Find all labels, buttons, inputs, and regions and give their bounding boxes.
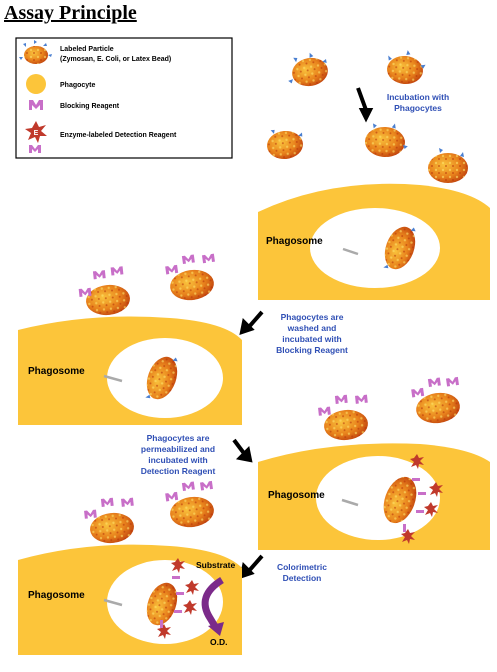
blocked-particle — [318, 394, 368, 441]
od-label: O.D. — [210, 637, 227, 647]
phagocyte-cell: Phagosome — [258, 443, 490, 550]
phagocyte-cell: Phagosome Substrate O.D. — [18, 544, 242, 655]
step-arrow — [239, 554, 264, 579]
legend-label-particle: Labeled Particle — [60, 46, 114, 53]
phagocyte-cell: Phagosome — [258, 183, 490, 300]
step3-text-line1: Phagocytes are — [147, 433, 210, 443]
step2-text-line4: Blocking Reagent — [276, 345, 348, 355]
blocked-particle — [84, 497, 134, 544]
step3-text-line3: incubated with — [148, 455, 208, 465]
legend-label-detection: Enzyme-labeled Detection Reagent — [60, 132, 177, 139]
free-particle — [428, 148, 468, 183]
step3-text-line2: permeabilized and — [141, 444, 215, 454]
phagosome-label: Phagosome — [266, 236, 323, 247]
blocked-particle — [78, 266, 130, 316]
phagocyte-icon — [26, 74, 46, 94]
legend-box — [15, 37, 233, 159]
step1-text-line2: Phagocytes — [394, 103, 442, 113]
step2-text-line1: Phagocytes are — [281, 312, 344, 322]
step2-text-line3: incubated with — [282, 334, 342, 344]
step1-text-line1: Incubation with — [387, 92, 449, 102]
legend: Labeled Particle (Zymosan, E. Coli, or L… — [15, 37, 233, 159]
phagosome-label: Phagosome — [28, 366, 85, 377]
enzyme-badge: E — [34, 130, 39, 137]
blocked-particle — [165, 253, 215, 301]
free-particle — [288, 52, 328, 87]
phagocyte-cell: Phagosome — [18, 316, 242, 425]
blocked-particle — [165, 480, 214, 528]
substrate-label: Substrate — [196, 560, 235, 570]
step2-text-line2: washed and — [287, 323, 337, 333]
page-title: Assay Principle — [4, 2, 137, 24]
free-particle — [387, 50, 426, 85]
phagosome-vacuole — [310, 208, 440, 288]
labeled-particle-icon — [19, 40, 52, 64]
phagosome-label: Phagosome — [28, 590, 85, 601]
step-arrow — [239, 310, 264, 335]
blocking-reagent-icon — [29, 100, 43, 110]
step4-text-line2: Detection — [283, 573, 322, 583]
free-particle — [267, 129, 303, 160]
phagosome-vacuole — [316, 456, 440, 540]
blocked-particle — [411, 376, 460, 424]
step4-text-line1: Colorimetric — [277, 562, 327, 572]
legend-label-particle-sub: (Zymosan, E. Coli, or Latex Bead) — [60, 56, 171, 63]
legend-label-blocking: Blocking Reagent — [60, 103, 120, 110]
enzyme-detection-reagent-icon: E — [25, 121, 47, 153]
step-arrow — [232, 438, 253, 463]
phagosome-label: Phagosome — [268, 490, 325, 501]
legend-label-phagocyte: Phagocyte — [60, 82, 96, 89]
step-arrow — [356, 87, 374, 123]
substrate-arrow — [201, 577, 224, 630]
step3-text-line4: Detection Reagent — [141, 466, 216, 476]
free-particle — [365, 123, 408, 158]
